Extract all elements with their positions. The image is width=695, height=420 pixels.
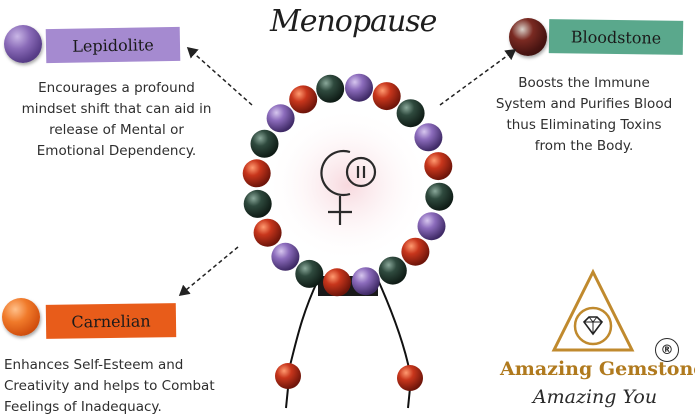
drawstring-cord xyxy=(285,279,411,409)
green-bead xyxy=(250,129,279,158)
carnelian-description-line: Feelings of Inadequacy. xyxy=(4,399,162,415)
center-glow xyxy=(266,107,430,263)
red-bead xyxy=(289,85,318,114)
carnelian-description-line: Enhances Self-Esteem and xyxy=(4,357,184,373)
bloodstone-description: Boosts the Immune System and Purifies Bl… xyxy=(478,73,690,157)
green-bead xyxy=(425,182,454,211)
red-bead xyxy=(253,218,282,247)
red-bead xyxy=(372,82,401,111)
carnelian-description-line: Creativity and helps to Combat xyxy=(4,378,215,394)
triangle-diamond-logo xyxy=(551,268,635,352)
bloodstone-arrow xyxy=(439,49,517,106)
lepidolite-description-line: Encourages a profound xyxy=(38,80,195,96)
bloodstone-description-line: from the Body. xyxy=(534,138,634,154)
bloodstone-description-line: thus Eliminating Toxins xyxy=(506,117,662,133)
cord-end-bead xyxy=(397,365,423,391)
brand-name: Amazing Gemstone xyxy=(500,358,695,380)
red-bead xyxy=(242,159,271,188)
purple-bead xyxy=(271,242,300,271)
carnelian-description: Enhances Self-Esteem and Creativity and … xyxy=(4,355,234,418)
bracelet-beads xyxy=(242,73,454,297)
purple-bead xyxy=(417,212,446,241)
page-title: Menopause xyxy=(270,4,437,39)
red-bead xyxy=(401,237,430,266)
bloodstone-description-line: Boosts the Immune xyxy=(518,75,650,91)
red-bead xyxy=(424,152,453,181)
cord-end-bead xyxy=(275,363,301,389)
green-bead xyxy=(396,99,425,128)
purple-bead xyxy=(345,73,373,102)
bloodstone-description-line: System and Purifies Blood xyxy=(495,96,673,112)
brand-tagline: Amazing You xyxy=(532,386,658,408)
bracelet-illustration xyxy=(242,73,454,409)
female-menopause-symbol-icon xyxy=(320,149,377,225)
registered-trademark: ® xyxy=(655,338,679,362)
purple-bead xyxy=(266,104,295,133)
lepidolite-arrow xyxy=(186,47,253,106)
lepidolite-description-line: Emotional Dependency. xyxy=(36,143,197,159)
green-bead xyxy=(295,259,324,288)
lepidolite-stone-icon xyxy=(4,25,42,63)
carnelian-arrow xyxy=(178,246,239,296)
green-bead xyxy=(378,256,407,285)
green-bead xyxy=(316,74,345,103)
purple-bead xyxy=(414,123,443,152)
red-bead xyxy=(323,268,351,297)
carnelian-stone-icon xyxy=(2,298,40,336)
purple-bead xyxy=(351,267,380,296)
lepidolite-description-line: mindset shift that can aid in xyxy=(21,101,212,117)
green-bead xyxy=(243,189,272,218)
lepidolite-description: Encourages a profound mindset shift that… xyxy=(4,78,229,162)
lepidolite-description-line: release of Mental or xyxy=(49,122,184,138)
